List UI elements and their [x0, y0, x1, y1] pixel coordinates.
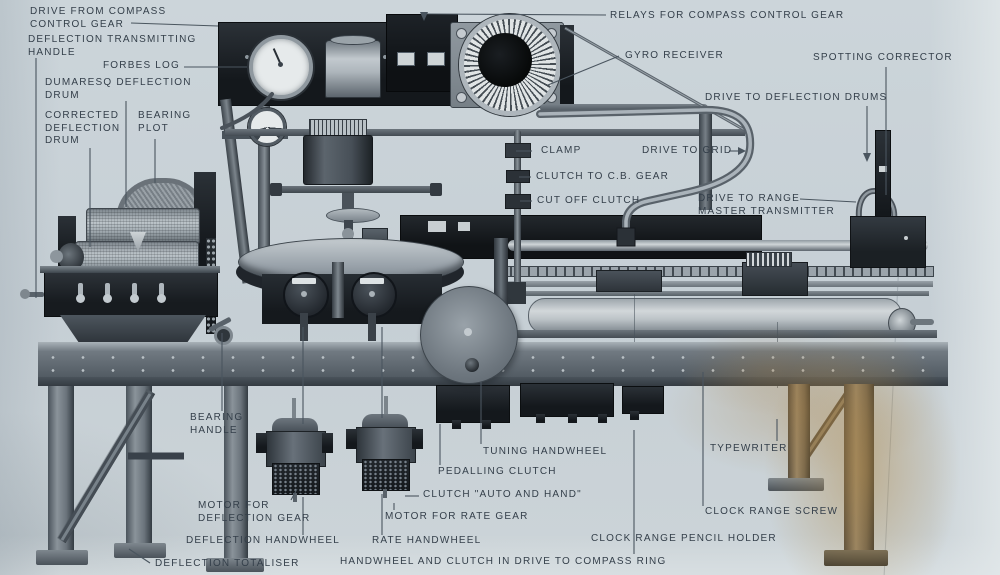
label-drive-to-deflection-drums: DRIVE TO DEFLECTION DRUMS	[705, 92, 888, 103]
label-tuning-handwheel: TUNING HANDWHEEL	[483, 446, 608, 457]
label-dumaresq-deflection-drum: DUMARESQ DEFLECTION DRUM	[45, 77, 192, 101]
label-rate-handwheel: RATE HANDWHEEL	[372, 535, 482, 546]
label-clock-range-pencil-holder: CLOCK RANGE PENCIL HOLDER	[591, 533, 777, 544]
label-pedalling-clutch: PEDALLING CLUTCH	[438, 466, 557, 477]
label-relays-for-compass-control-gear: RELAYS FOR COMPASS CONTROL GEAR	[610, 10, 845, 21]
label-motor-for-rate-gear: MOTOR FOR RATE GEAR	[385, 511, 529, 522]
label-clock-range-screw: CLOCK RANGE SCREW	[705, 506, 839, 517]
label-bearing-handle: BEARING HANDLE	[190, 412, 244, 436]
label-forbes-log: FORBES LOG	[103, 60, 181, 71]
label-handwheel-and-clutch-compass-ring: HANDWHEEL AND CLUTCH IN DRIVE TO COMPASS…	[340, 556, 667, 567]
rear-right-foot	[768, 478, 824, 491]
label-drive-to-grid: DRIVE TO GRID	[642, 145, 733, 156]
label-deflection-handwheel: DEFLECTION HANDWHEEL	[186, 535, 341, 546]
rear-right-leg	[788, 384, 810, 482]
label-cut-off-clutch: CUT OFF CLUTCH	[537, 195, 641, 206]
label-corrected-deflection-drum: CORRECTED DEFLECTION DRUM	[45, 110, 121, 146]
label-deflection-totaliser: DEFLECTION TOTALISER	[155, 558, 300, 569]
label-gyro-receiver: GYRO RECEIVER	[625, 50, 724, 61]
label-drive-from-compass-control-gear: DRIVE FROM COMPASS CONTROL GEAR	[30, 6, 167, 30]
label-clamp: CLAMP	[541, 145, 582, 156]
label-motor-for-deflection-gear: MOTOR FOR DEFLECTION GEAR	[198, 500, 311, 524]
front-right-foot	[824, 550, 888, 566]
label-clutch-to-cb-gear: CLUTCH TO C.B. GEAR	[536, 171, 670, 182]
label-spotting-corrector: SPOTTING CORRECTOR	[813, 52, 953, 63]
label-bearing-plot: BEARING PLOT	[138, 110, 192, 134]
label-clutch-auto-and-hand: CLUTCH "AUTO AND HAND"	[423, 489, 582, 500]
label-deflection-transmitting-handle: DEFLECTION TRANSMITTING HANDLE	[28, 34, 197, 58]
label-typewriter: TYPEWRITER	[710, 443, 788, 454]
front-right-leg	[844, 384, 874, 554]
label-drive-to-range-master-transmitter: DRIVE TO RANGE MASTER TRANSMITTER	[698, 193, 835, 217]
